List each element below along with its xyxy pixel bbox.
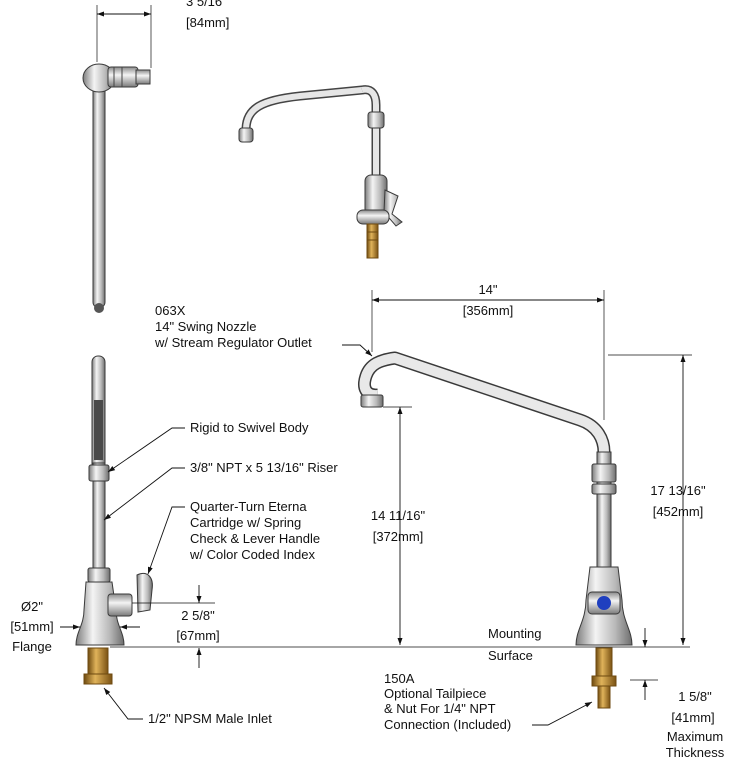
dim-thickness: 1 5/8" [41mm] Maximum Thickness xyxy=(630,628,725,759)
overall-height-in: 17 13/16" xyxy=(650,483,706,498)
callout-nozzle: 063X 14" Swing Nozzle w/ Stream Regulato… xyxy=(154,303,373,357)
rigid-body-label: Rigid to Swivel Body xyxy=(190,420,309,435)
callout-mounting: Mounting Surface xyxy=(488,626,541,663)
nozzle-line-2: 14" Swing Nozzle xyxy=(155,319,256,334)
thickness-line2: Thickness xyxy=(666,745,725,759)
color-index-dot xyxy=(597,596,611,610)
mounting-line-1: Mounting xyxy=(488,626,541,641)
dim-body-height: 2 5/8" [67mm] xyxy=(132,585,220,668)
top-width-mm: [84mm] xyxy=(186,15,229,30)
thickness-line1: Maximum xyxy=(667,729,723,744)
cartridge-line-4: w/ Color Coded Index xyxy=(189,547,316,562)
reach-in: 14" xyxy=(478,282,497,297)
tailpiece-line-1: 150A xyxy=(384,671,415,686)
tailpiece-line-3: & Nut For 1/4" NPT xyxy=(384,701,496,716)
tailpiece-line-2: Optional Tailpiece xyxy=(384,686,486,701)
flange-mm: [51mm] xyxy=(10,619,53,634)
spout-height-mm: [372mm] xyxy=(373,529,424,544)
iso-view xyxy=(238,85,403,259)
top-view: 3 5/16" [84mm] xyxy=(82,0,229,313)
spout-height-in: 14 11/16" xyxy=(371,508,426,523)
nozzle-line-3: w/ Stream Regulator Outlet xyxy=(154,335,312,350)
callout-rigid-body: Rigid to Swivel Body xyxy=(107,420,309,473)
callout-riser: 3/8" NPT x 5 13/16" Riser xyxy=(103,460,338,521)
dim-reach: 14" [356mm] xyxy=(371,282,605,420)
cartridge-line-2: Cartridge w/ Spring xyxy=(190,515,301,530)
cartridge-line-1: Quarter-Turn Eterna xyxy=(190,499,307,514)
dim-flange: Ø2" [51mm] Flange xyxy=(10,599,140,654)
dim-overall-height: 17 13/16" [452mm] xyxy=(608,354,706,645)
body-height-mm: [67mm] xyxy=(176,628,219,643)
body-height-in: 2 5/8" xyxy=(181,608,215,623)
dim-spout-height: 14 11/16" [372mm] xyxy=(371,406,426,645)
callout-cartridge: Quarter-Turn Eterna Cartridge w/ Spring … xyxy=(147,499,320,575)
flange-label: Flange xyxy=(12,639,52,654)
tailpiece-line-4: Connection (Included) xyxy=(384,717,511,732)
inlet-label: 1/2" NPSM Male Inlet xyxy=(148,711,272,726)
cartridge-line-3: Check & Lever Handle xyxy=(190,531,320,546)
top-width-in: 3 5/16" xyxy=(186,0,227,9)
mounting-line-2: Surface xyxy=(488,648,533,663)
flange-in: Ø2" xyxy=(21,599,43,614)
callout-tailpiece: 150A Optional Tailpiece & Nut For 1/4" N… xyxy=(384,671,593,732)
overall-height-mm: [452mm] xyxy=(653,504,704,519)
callout-inlet: 1/2" NPSM Male Inlet xyxy=(103,687,272,726)
front-view xyxy=(358,351,633,709)
thickness-in: 1 5/8" xyxy=(678,689,712,704)
nozzle-line-1: 063X xyxy=(155,303,186,318)
side-view xyxy=(75,355,153,685)
reach-mm: [356mm] xyxy=(463,303,514,318)
riser-label: 3/8" NPT x 5 13/16" Riser xyxy=(190,460,338,475)
thickness-mm: [41mm] xyxy=(671,710,714,725)
